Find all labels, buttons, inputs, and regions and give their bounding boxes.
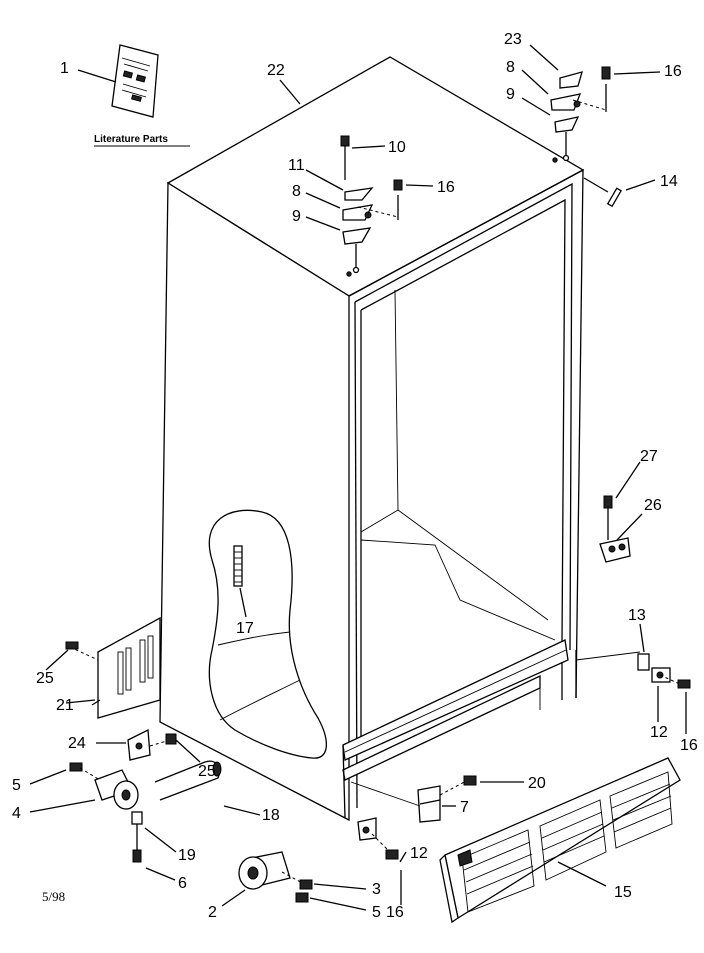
callout-17: 17 [236, 620, 254, 637]
callout-21: 21 [56, 697, 74, 714]
door-stop-pin [583, 177, 622, 208]
callout-19: 19 [178, 847, 196, 864]
callout-4: 4 [12, 805, 21, 822]
callout-22: 22 [267, 62, 285, 79]
right-hinge-assembly [550, 66, 611, 162]
callout-20: 20 [528, 775, 546, 792]
right-lower-hinge [575, 651, 691, 689]
callout-18: 18 [262, 807, 280, 824]
date-code: 5/98 [42, 889, 65, 904]
callouts: 1 22 23 8 9 16 10 11 8 16 9 14 27 26 17 … [12, 31, 698, 921]
toe-grille [439, 757, 681, 924]
bottom-left-assembly [69, 728, 222, 863]
callout-16: 16 [664, 63, 682, 80]
callout-14: 14 [660, 173, 678, 190]
callout-25: 25 [198, 763, 216, 780]
cabinet-body [159, 56, 585, 822]
callout-12: 12 [650, 724, 668, 741]
literature-caption: Literature Parts [94, 134, 168, 145]
callout-16: 16 [386, 904, 404, 921]
callout-16: 16 [680, 737, 698, 754]
callout-24: 24 [68, 735, 86, 752]
callout-25: 25 [36, 670, 54, 687]
callout-11: 11 [288, 157, 305, 174]
callout-1: 1 [60, 60, 69, 77]
callout-10: 10 [388, 139, 406, 156]
callout-23: 23 [504, 31, 522, 48]
callout-13: 13 [628, 607, 646, 624]
cutaway-insulation-view [208, 509, 327, 759]
callout-8: 8 [292, 183, 301, 200]
callout-7: 7 [460, 799, 469, 816]
literature-booklet [111, 44, 159, 118]
callout-27: 27 [640, 448, 658, 465]
center-hinge-assembly [340, 135, 403, 274]
leader-lines [29, 44, 687, 911]
callout-8: 8 [506, 59, 515, 76]
bottom-right-brackets [350, 775, 477, 860]
condensate-tube [233, 545, 243, 587]
callout-16: 16 [437, 179, 455, 196]
callout-26: 26 [644, 497, 662, 514]
callout-6: 6 [178, 875, 187, 892]
side-vent-panel [65, 616, 161, 719]
callout-5: 5 [372, 904, 381, 921]
callout-9: 9 [292, 208, 301, 225]
callout-2: 2 [208, 904, 217, 921]
callout-3: 3 [372, 881, 381, 898]
bottom-center-roller [238, 851, 313, 903]
callout-5: 5 [12, 777, 21, 794]
callout-15: 15 [614, 884, 632, 901]
callout-12: 12 [410, 845, 428, 862]
callout-9: 9 [506, 86, 515, 103]
bracket-26 [599, 495, 631, 563]
